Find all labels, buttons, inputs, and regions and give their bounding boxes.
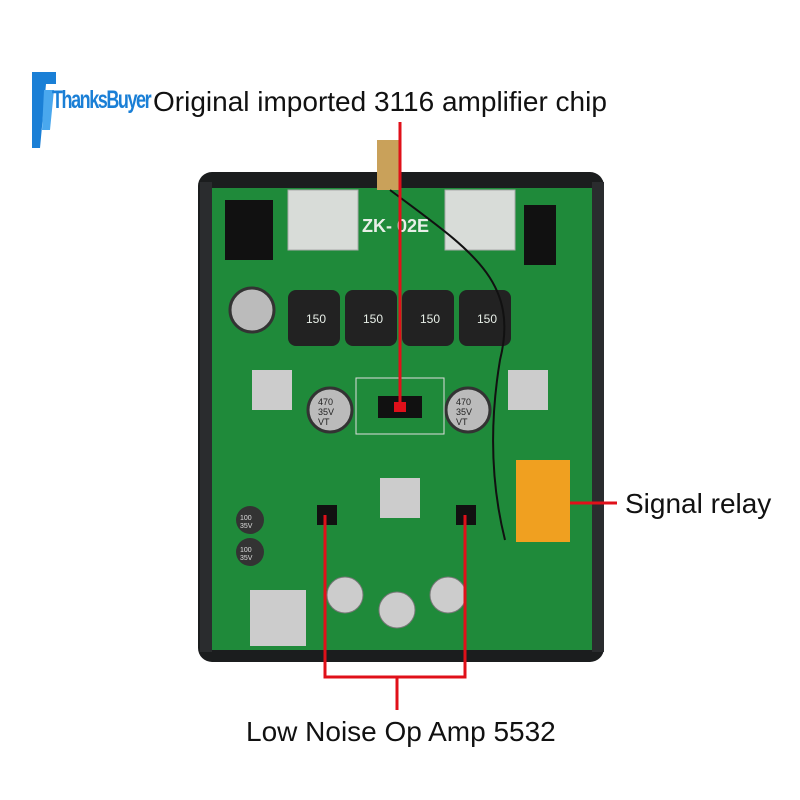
speaker-terminal-right [444,189,516,251]
antenna-connector [377,140,399,190]
svg-text:470: 470 [318,397,333,407]
audio-jack [524,205,556,265]
speaker-terminal-left [287,189,359,251]
opamp-annotation: Low Noise Op Amp 5532 [246,716,556,747]
knob [326,576,364,614]
svg-text:150: 150 [420,312,440,326]
logo-text: ThanksBuyer [52,86,152,114]
svg-text:150: 150 [477,312,497,326]
op-amp-left [317,505,337,525]
svg-text:150: 150 [306,312,326,326]
chip-annotation: Original imported 3116 amplifier chip [153,86,607,117]
signal-relay [516,460,570,542]
svg-text:VT: VT [456,417,468,427]
capacitors: 470 35V VT 470 35V VT 100 35V 100 35V [228,286,492,566]
svg-text:150: 150 [363,312,383,326]
svg-text:VT: VT [318,417,330,427]
volume-pot-right [508,370,548,410]
logo-mark-icon [32,72,56,148]
volume-pot-left [252,370,292,410]
dc-jack [225,200,273,260]
inductors: 150 150 150 150 [288,290,511,346]
annotation-lines [323,122,617,710]
svg-text:100: 100 [240,515,252,522]
svg-text:470: 470 [456,397,471,407]
knob [378,591,416,629]
brand-logo [30,70,150,150]
svg-text:35V: 35V [240,523,253,530]
usb-port [250,590,306,646]
svg-text:35V: 35V [456,407,472,417]
knob [429,576,467,614]
relay-annotation: Signal relay [625,488,772,519]
model-label: ZK- 02E [362,216,429,236]
svg-text:35V: 35V [240,555,253,562]
svg-text:35V: 35V [318,407,334,417]
tone-pot [380,478,420,518]
svg-text:100: 100 [240,547,252,554]
